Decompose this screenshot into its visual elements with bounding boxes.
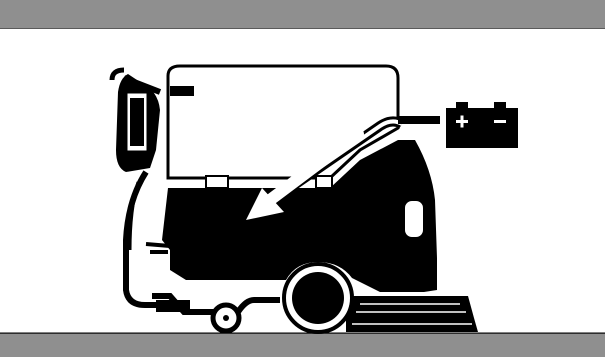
caster-wheel [213, 305, 239, 331]
tank-latch-left [206, 176, 228, 188]
status-window [404, 200, 424, 238]
squeegee-bracket [146, 244, 170, 252]
battery-icon [446, 102, 518, 148]
rear-wheel [284, 264, 352, 332]
tank-latch-right [316, 176, 332, 188]
grip-knob [170, 86, 194, 96]
brush-deck [346, 296, 478, 332]
handle-assembly [112, 70, 160, 172]
